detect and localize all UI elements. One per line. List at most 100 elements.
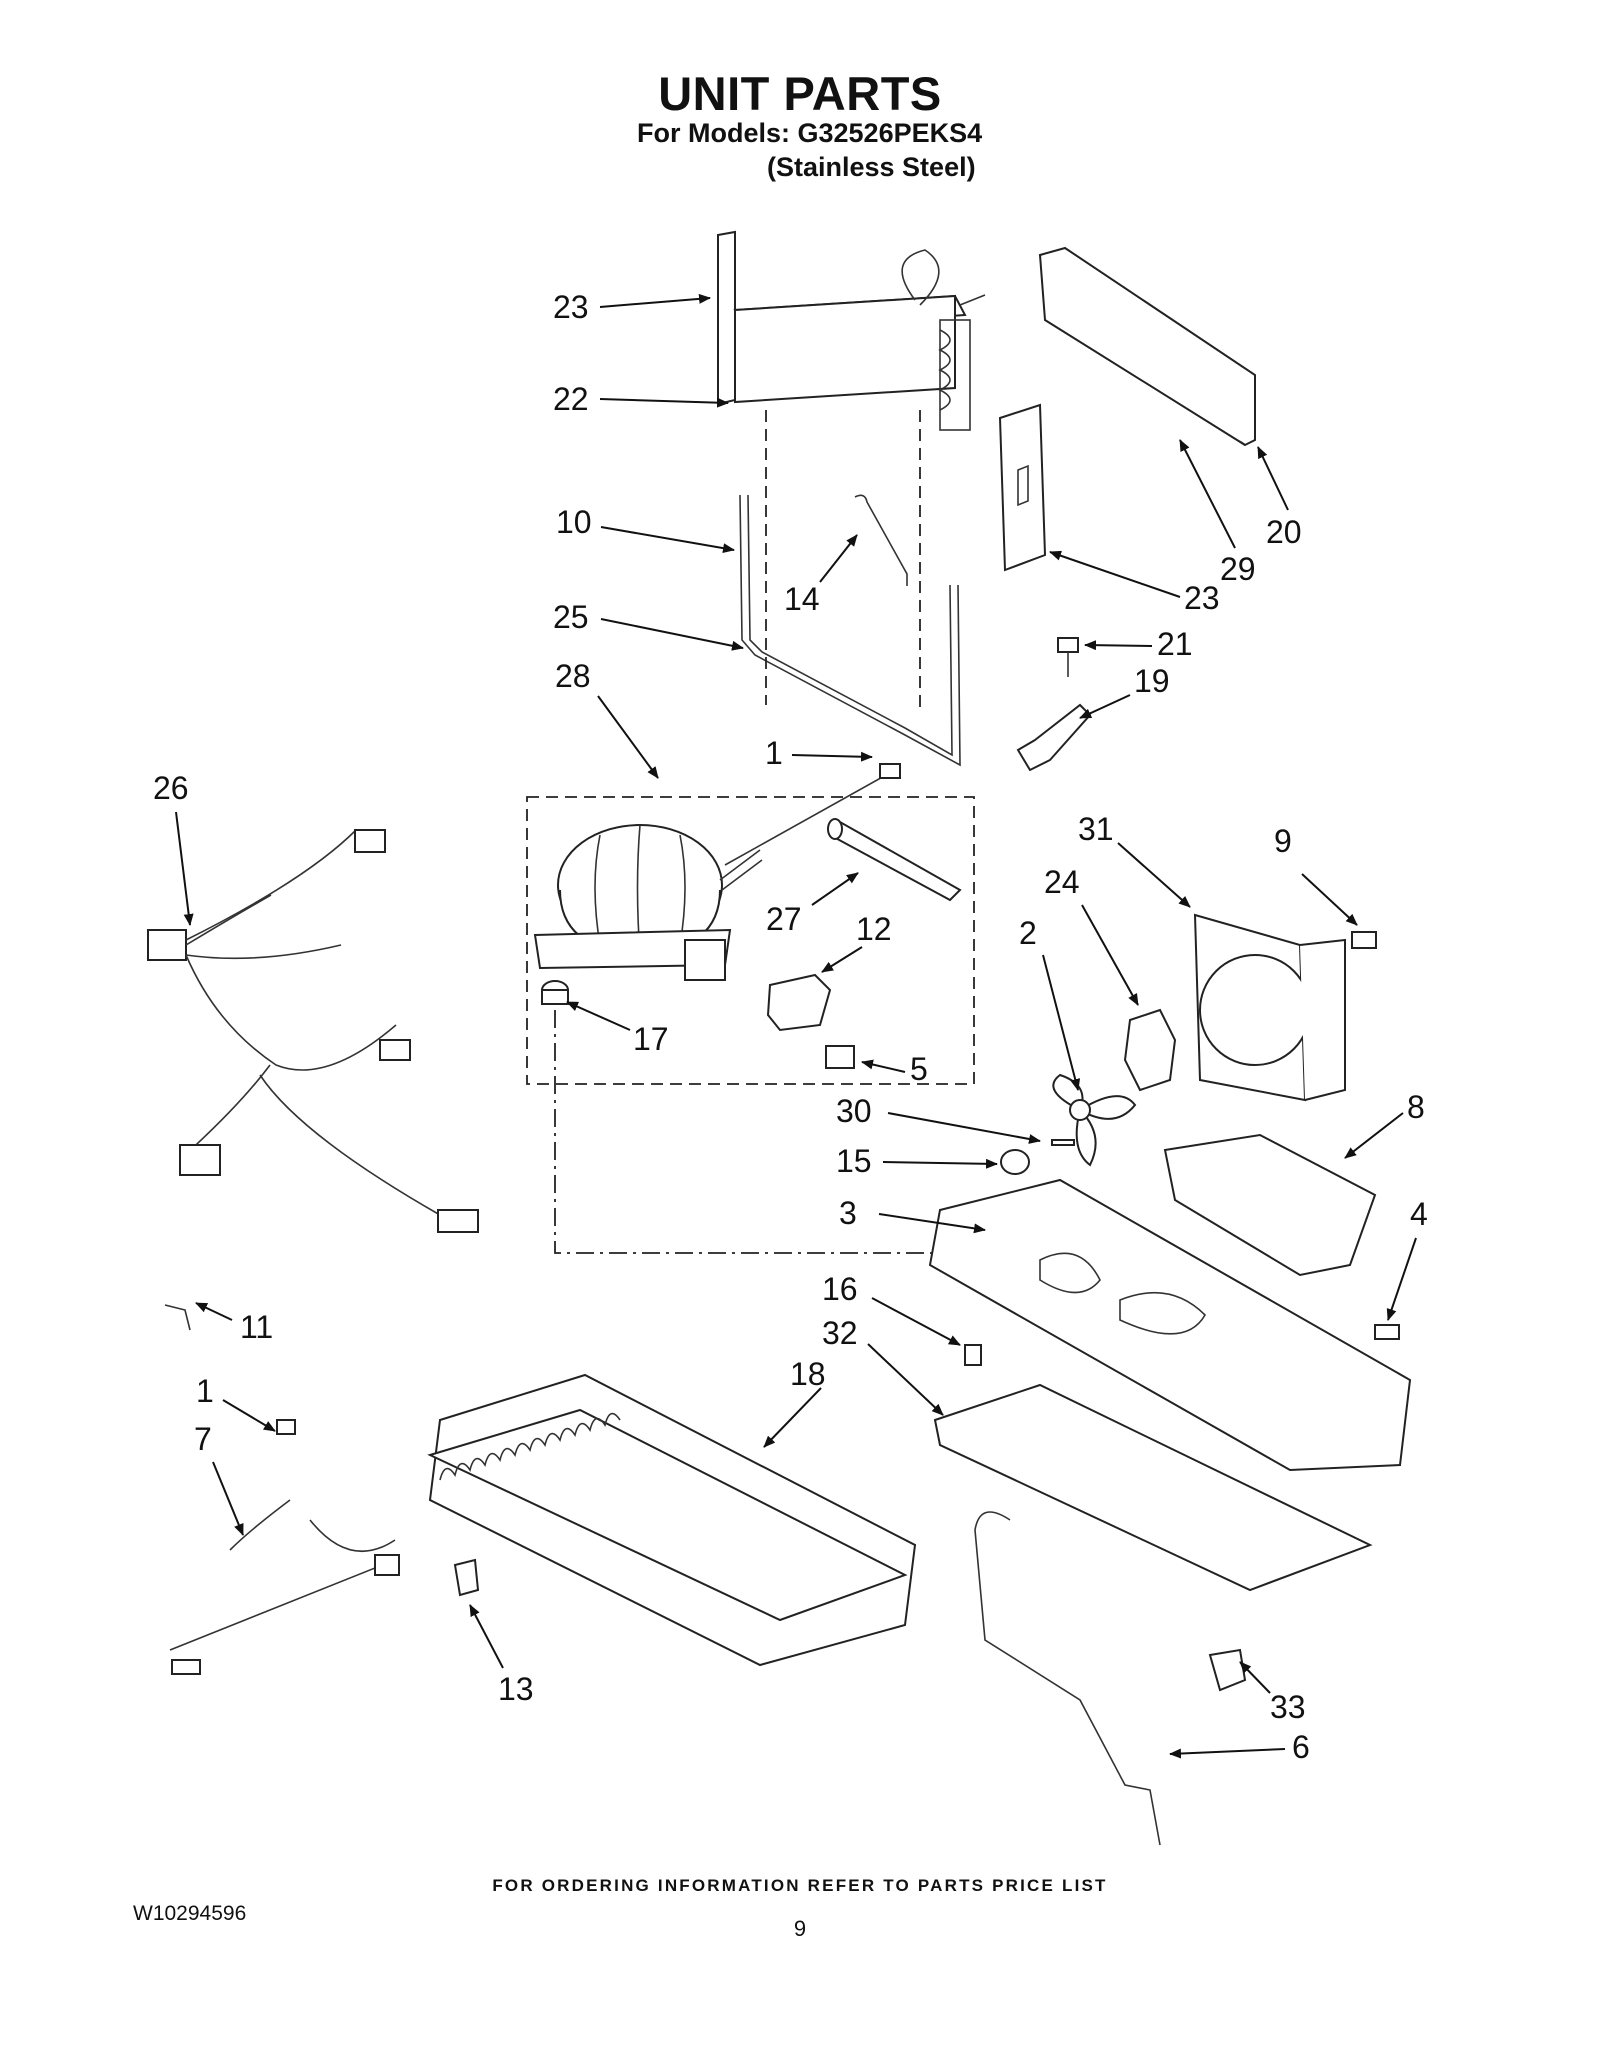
callout-9: 9 [1274,823,1358,926]
callout-29: 29 [1179,439,1256,587]
grommet-17 [541,980,569,1005]
screw-9 [1351,931,1377,949]
screw-16 [964,1344,982,1366]
svg-text:14: 14 [784,581,820,617]
svg-text:26: 26 [153,770,189,806]
svg-text:12: 12 [856,911,892,947]
callout-4: 4 [1386,1196,1428,1321]
svg-text:3: 3 [839,1195,857,1231]
svg-text:16: 16 [822,1271,858,1307]
svg-text:2: 2 [1019,915,1037,951]
callout-1-bottom: 1 [196,1373,276,1432]
svg-text:23: 23 [1184,580,1220,616]
callout-23-top: 23 [553,289,711,325]
callout-30: 30 [836,1093,1041,1144]
callout-23-right: 23 [1049,550,1220,616]
callout-32: 32 [822,1315,944,1416]
callout-8: 8 [1344,1089,1425,1159]
model-info: For Models: G32526PEKS4 (Stainless Steel… [637,116,982,184]
svg-text:10: 10 [556,504,592,540]
callout-17: 17 [566,1001,669,1057]
svg-text:25: 25 [553,599,589,635]
svg-text:21: 21 [1157,626,1193,662]
defrost-heater [739,494,961,767]
svg-text:32: 32 [822,1315,858,1351]
compressor [533,824,763,981]
callout-31: 31 [1078,811,1191,908]
base-plate-3 [928,1178,1412,1472]
wire-harness-26 [147,829,479,1233]
screw-4 [1374,1324,1400,1340]
callout-19: 19 [1079,663,1170,719]
clip-13 [453,1558,480,1597]
callout-33: 33 [1239,1661,1306,1725]
model-finish: (Stainless Steel) [767,152,976,182]
svg-text:20: 20 [1266,514,1302,550]
svg-text:23: 23 [553,289,589,325]
clip-30 [1051,1139,1075,1146]
svg-text:22: 22 [553,381,589,417]
callout-25: 25 [553,599,744,651]
svg-text:11: 11 [240,1309,273,1345]
drier-tube [724,769,896,866]
svg-text:7: 7 [194,1421,212,1457]
callout-22: 22 [553,381,729,417]
callout-20: 20 [1257,446,1302,550]
document-number: W10294596 [133,1902,247,1925]
svg-text:19: 19 [1134,663,1170,699]
callout-3: 3 [839,1195,986,1234]
callout-28: 28 [555,658,659,779]
callout-26: 26 [153,770,194,926]
ordering-note: FOR ORDERING INFORMATION REFER TO PARTS … [492,1876,1108,1895]
bracket-19 [1016,703,1092,772]
overload-5 [825,1045,855,1069]
fan-motor-24 [1123,1008,1177,1092]
svg-text:15: 15 [836,1143,872,1179]
wire-harness-7 [169,1499,400,1675]
svg-text:13: 13 [498,1671,534,1707]
relay-12 [766,973,832,1032]
fan-blade-2 [1052,1073,1137,1167]
svg-text:27: 27 [766,901,802,937]
svg-text:31: 31 [1078,811,1114,847]
model-number: For Models: G32526PEKS4 [637,118,983,148]
svg-text:30: 30 [836,1093,872,1129]
svg-text:29: 29 [1220,551,1256,587]
harness-clip-11 [164,1304,191,1331]
screw-1-bottom [276,1419,296,1435]
svg-text:1: 1 [196,1373,214,1409]
evaporator-part [717,230,986,431]
callout-14: 14 [784,534,858,617]
callout-2: 2 [1019,915,1081,1091]
cover-plate-32 [933,1383,1373,1592]
svg-text:9: 9 [1274,823,1292,859]
svg-text:24: 24 [1044,864,1080,900]
screw-21 [1057,637,1079,677]
drain-tube-6 [974,1511,1161,1846]
evaporator-bracket-right [998,403,1047,572]
svg-text:8: 8 [1407,1089,1425,1125]
bracket-8 [1163,1133,1377,1277]
drier-27 [827,818,962,902]
callout-16: 16 [822,1271,961,1346]
callout-11: 11 [195,1302,273,1345]
callout-1-top: 1 [765,735,873,771]
foot-33 [1208,1648,1247,1692]
fan-shroud [1193,913,1346,1102]
svg-text:5: 5 [910,1051,928,1087]
svg-text:28: 28 [555,658,591,694]
svg-text:17: 17 [633,1021,669,1057]
svg-text:6: 6 [1292,1729,1310,1765]
compressor-assembly-outline [526,796,975,1085]
condenser-18 [427,1373,917,1667]
callout-13: 13 [469,1604,534,1707]
page-number: 9 [793,1916,807,1941]
grommet-15 [1000,1149,1030,1175]
callout-10: 10 [556,504,735,554]
callout-12: 12 [821,911,892,973]
callout-6: 6 [1169,1729,1310,1765]
alignment-line [554,1010,1000,1254]
defrost-thermostat [854,494,908,586]
callout-5: 5 [861,1051,928,1087]
